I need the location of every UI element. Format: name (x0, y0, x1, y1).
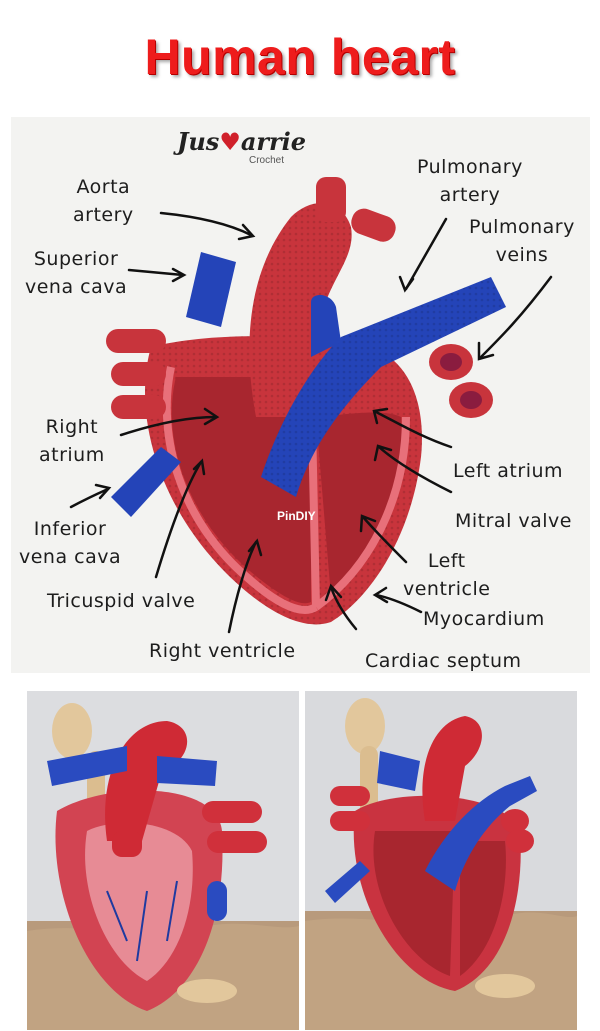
label-tricuspid-valve: Tricuspid valve (47, 590, 196, 612)
photo-heart-front (27, 691, 299, 1030)
label-cardiac-septum: Cardiac septum (365, 650, 522, 672)
label-superior-vena-cava: Superior vena cava (25, 248, 128, 298)
brand-logo: Jus♥arrie Crochet (177, 127, 307, 166)
label-right-ventricle: Right ventricle (149, 640, 296, 662)
label-pulmonary-artery: Pulmonary artery (417, 156, 523, 206)
brand-text-b: arrie (240, 127, 307, 156)
label-right-atrium: Right atrium (39, 416, 105, 466)
label-myocardium: Myocardium (423, 608, 545, 630)
heart-illustration (69, 177, 553, 634)
label-aorta: Aorta artery (73, 176, 134, 226)
watermark: PinDIY (277, 509, 316, 523)
brand-subtitle: Crochet (249, 155, 285, 166)
label-left-ventricle: Left ventricle (403, 550, 491, 600)
diagram-panel: Jus♥arrie Crochet Aorta artery Superior … (11, 117, 590, 673)
heart-icon: ♥ (219, 127, 241, 156)
photo-heart-cross-section (305, 691, 577, 1030)
brand-text-a: Jus (177, 127, 220, 156)
label-pulmonary-veins: Pulmonary veins (469, 216, 575, 266)
page-title: Human heart (144, 29, 456, 85)
label-inferior-vena-cava: Inferior vena cava (19, 518, 122, 568)
label-mitral-valve: Mitral valve (455, 510, 572, 532)
label-left-atrium: Left atrium (453, 460, 564, 482)
